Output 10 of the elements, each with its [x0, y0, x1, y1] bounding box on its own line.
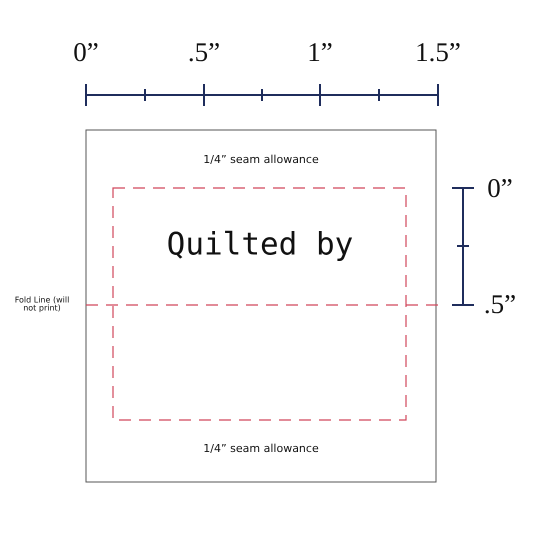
seam-allowance-note: 1/4” seam allowance — [203, 154, 319, 166]
ruler-number: 1.5” — [415, 38, 461, 66]
label-heading: Quilted by — [166, 228, 354, 262]
ruler-number: 1” — [307, 38, 333, 66]
ruler-number: .5” — [188, 38, 220, 66]
ruler-number: 0” — [73, 38, 99, 66]
ruler-number: 0” — [487, 174, 513, 202]
fold-line-note: Fold Line (will not print) — [14, 296, 70, 314]
seam-allowance-note: 1/4” seam allowance — [203, 443, 319, 455]
ruler-number: .5” — [484, 290, 516, 318]
